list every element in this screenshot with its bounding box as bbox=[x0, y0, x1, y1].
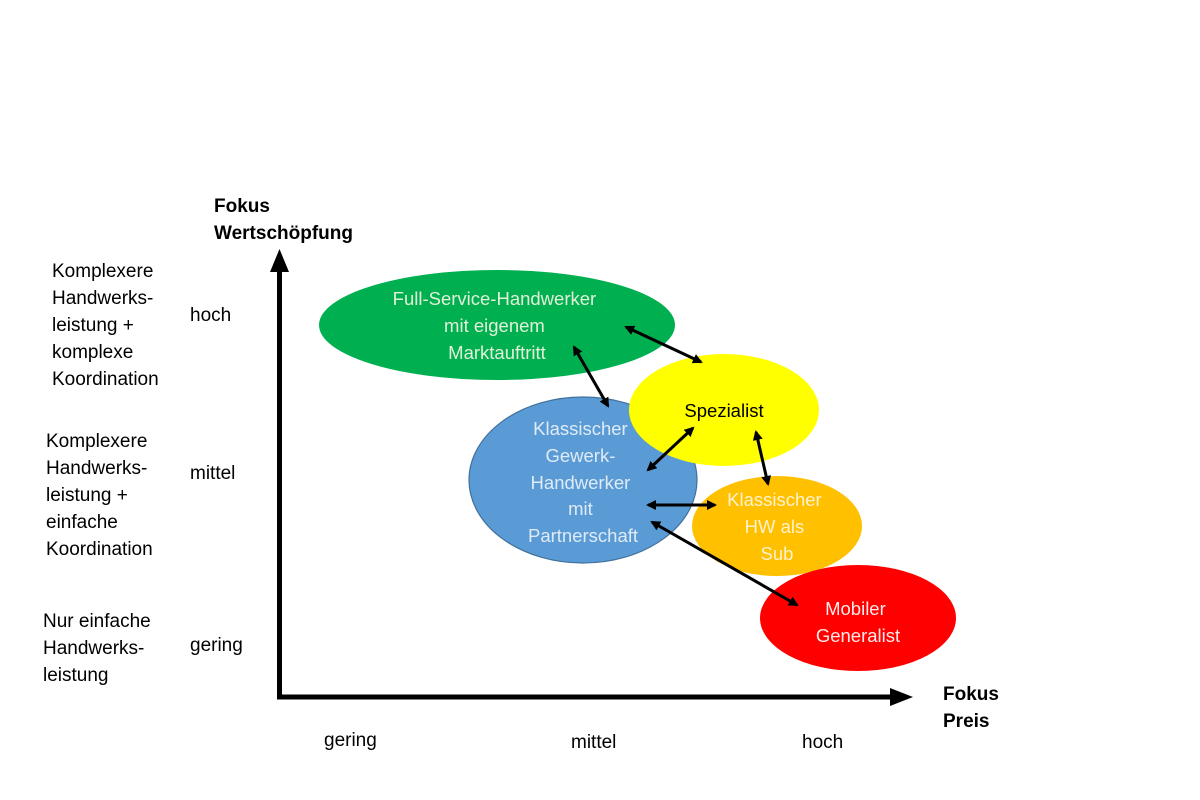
connection-full-service-spezialist bbox=[624, 325, 703, 364]
node-klassischer-gewerk-line-3: Handwerker bbox=[531, 472, 631, 493]
y-axis-arrowhead bbox=[270, 249, 289, 272]
x-axis-arrowhead bbox=[890, 688, 913, 706]
y-axis-title: Fokus Wertschöpfung bbox=[214, 193, 353, 247]
nodes-layer: Full-Service-Handwerker mit eigenem Mark… bbox=[319, 270, 956, 671]
node-klassischer-hw-sub-line-2: HW als bbox=[745, 516, 805, 537]
y-axis-title-line-1: Fokus bbox=[214, 196, 270, 217]
y-description-mittel: Komplexere Handwerks- leistung + einfach… bbox=[46, 431, 153, 560]
connection-spezialist-klassischer-hw-sub bbox=[752, 430, 772, 486]
y-description-hoch: Komplexere Handwerks- leistung + komplex… bbox=[52, 261, 159, 390]
node-spezialist-label: Spezialist bbox=[684, 400, 763, 421]
node-full-service-line-1: Full-Service-Handwerker bbox=[393, 288, 597, 309]
y-level-mittel: mittel bbox=[190, 463, 236, 484]
node-spezialist: Spezialist bbox=[629, 354, 819, 466]
node-full-service: Full-Service-Handwerker mit eigenem Mark… bbox=[319, 270, 675, 380]
connection-klassischer-gewerk-spezialist bbox=[646, 426, 695, 472]
connection-full-service-klassischer-gewerk bbox=[572, 345, 610, 408]
node-mobiler-generalist-label: Mobiler Generalist bbox=[816, 598, 900, 646]
node-klassischer-hw-sub-line-1: Klassischer bbox=[727, 489, 822, 510]
node-klassischer-gewerk-line-4: mit bbox=[568, 498, 593, 519]
x-level-hoch: hoch bbox=[802, 732, 844, 753]
node-klassischer-gewerk-line-2: Gewerk- bbox=[545, 445, 615, 466]
y-level-hoch: hoch bbox=[190, 305, 232, 326]
node-full-service-label: Full-Service-Handwerker mit eigenem Mark… bbox=[393, 288, 602, 363]
x-level-mittel: mittel bbox=[571, 732, 617, 753]
node-spezialist-line-1: Spezialist bbox=[684, 400, 763, 421]
x-level-gering: gering bbox=[324, 730, 377, 751]
x-axis-title: Fokus Preis bbox=[943, 681, 999, 735]
connection-klassischer-gewerk-mobiler-generalist bbox=[650, 520, 799, 607]
node-full-service-line-3: Marktauftritt bbox=[448, 342, 546, 363]
node-klassischer-gewerk-label: Klassischer Gewerk- Handwerker mit Partn… bbox=[528, 418, 638, 546]
y-description-gering: Nur einfache Handwerks- leistung bbox=[43, 611, 151, 686]
x-axis-title-line-2: Preis bbox=[943, 711, 990, 732]
node-klassischer-hw-sub-line-3: Sub bbox=[761, 543, 794, 564]
node-mobiler-generalist-line-1: Mobiler bbox=[825, 598, 886, 619]
node-mobiler-generalist-shape bbox=[760, 565, 956, 671]
node-full-service-line-2: mit eigenem bbox=[444, 315, 545, 336]
x-axis-title-line-1: Fokus bbox=[943, 684, 999, 705]
node-mobiler-generalist-line-2: Generalist bbox=[816, 625, 900, 646]
axes bbox=[270, 249, 913, 706]
connections-layer bbox=[572, 325, 799, 607]
node-klassischer-gewerk-line-5: Partnerschaft bbox=[528, 525, 638, 546]
y-level-gering: gering bbox=[190, 635, 243, 656]
node-mobiler-generalist: Mobiler Generalist bbox=[760, 565, 956, 671]
node-klassischer-gewerk: Klassischer Gewerk- Handwerker mit Partn… bbox=[468, 396, 698, 564]
node-klassischer-gewerk-line-1: Klassischer bbox=[533, 418, 628, 439]
y-axis-title-line-2: Wertschöpfung bbox=[214, 223, 353, 244]
